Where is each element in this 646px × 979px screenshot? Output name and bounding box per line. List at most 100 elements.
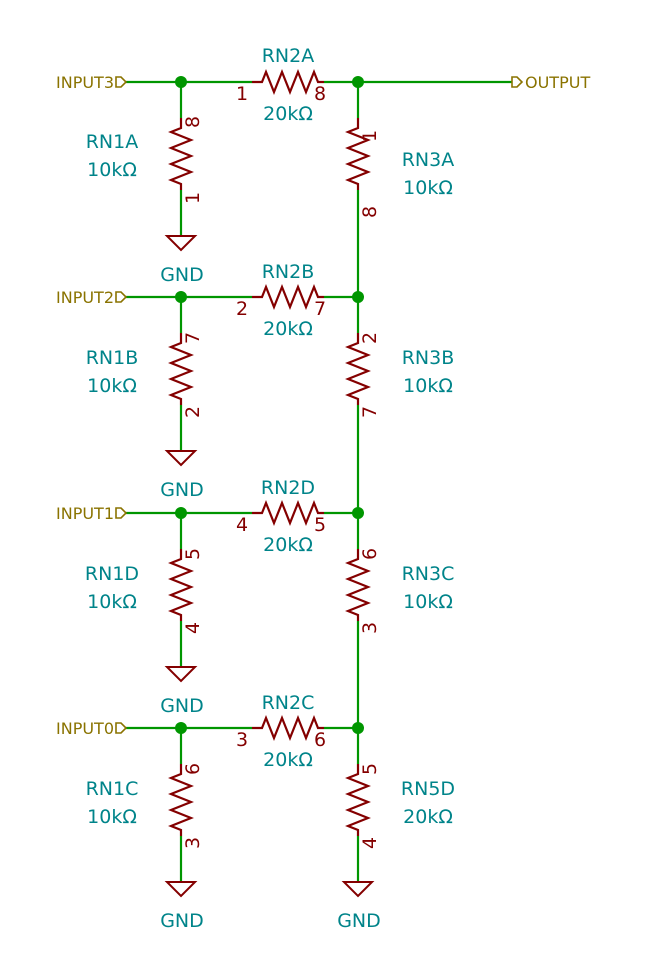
resistor-rn1d[interactable]: RN1D 10kΩ 5 4 (85, 548, 204, 634)
resistor-rn2c[interactable]: RN2C 20kΩ 3 6 (236, 692, 326, 771)
ground-icon (164, 235, 198, 252)
port-input1[interactable]: INPUT1 (56, 504, 128, 523)
pin-number: 1 (182, 192, 204, 204)
pin-number: 8 (314, 83, 326, 105)
pin-number: 6 (182, 763, 204, 775)
resistor-rn5d[interactable]: RN5D 20kΩ 5 4 (345, 763, 455, 849)
pin-number: 3 (236, 729, 248, 751)
resistor-value: 20kΩ (403, 806, 453, 828)
resistor-rn1b[interactable]: RN1B 10kΩ 7 2 (86, 332, 204, 418)
ground-label: GND (337, 910, 381, 932)
resistor-ref: RN1D (85, 563, 139, 585)
pin-number: 1 (236, 83, 248, 105)
pin-number: 5 (182, 548, 204, 560)
ground-label: GND (160, 479, 204, 501)
junctions (175, 76, 364, 734)
resistor-rn1c[interactable]: RN1C 10kΩ 6 3 (86, 763, 204, 849)
resistor-rn3b[interactable]: RN3B 10kΩ 2 7 (345, 332, 455, 418)
pin-number: 6 (359, 548, 381, 560)
resistor-ref: RN2A (262, 45, 315, 67)
ground-symbol: GND (160, 666, 204, 717)
pin-number: 2 (236, 298, 248, 320)
resistor-ref: RN1C (86, 778, 139, 800)
ground-label: GND (160, 264, 204, 286)
junction-dot (175, 507, 187, 519)
pin-number: 8 (359, 206, 381, 218)
resistor-rn2b[interactable]: RN2B 20kΩ 2 7 (236, 261, 326, 340)
pin-number: 1 (359, 130, 381, 142)
ground-symbol: GND (160, 450, 204, 501)
port-input3[interactable]: INPUT3 (56, 73, 128, 92)
ground-icon (164, 450, 198, 467)
pin-number: 4 (182, 622, 204, 634)
resistor-value: 10kΩ (403, 375, 453, 397)
resistor-value: 20kΩ (263, 534, 313, 556)
pin-number: 4 (359, 837, 381, 849)
resistor-ref: RN5D (401, 778, 455, 800)
pin-number: 4 (236, 514, 248, 536)
resistor-ref: RN2C (262, 692, 315, 714)
resistor-rn2a[interactable]: RN2A 20kΩ 1 8 (236, 45, 326, 125)
resistor-ref: RN3C (402, 563, 455, 585)
port-label: INPUT3 (56, 73, 114, 92)
resistor-value: 10kΩ (87, 159, 137, 181)
port-label: INPUT0 (56, 719, 114, 738)
pin-number: 5 (314, 514, 326, 536)
input-port-icon (115, 722, 128, 734)
ground-label: GND (160, 695, 204, 717)
ground-label: GND (160, 910, 204, 932)
pin-number: 6 (314, 729, 326, 751)
pin-number: 7 (314, 298, 326, 320)
pin-number: 3 (359, 622, 381, 634)
pin-number: 3 (182, 837, 204, 849)
resistor-rn1a[interactable]: RN1A 10kΩ 8 1 (86, 116, 204, 204)
resistor-value: 10kΩ (87, 591, 137, 613)
junction-dot (175, 76, 187, 88)
port-input2[interactable]: INPUT2 (56, 288, 128, 307)
ground-icon (164, 881, 198, 898)
resistor-ref: RN2B (262, 261, 315, 283)
ground-symbol: GND (160, 881, 204, 932)
ground-icon (164, 666, 198, 683)
port-label: OUTPUT (525, 73, 590, 92)
pin-number: 8 (182, 116, 204, 128)
pin-number: 5 (359, 763, 381, 775)
port-input0[interactable]: INPUT0 (56, 719, 128, 738)
resistor-value: 20kΩ (263, 103, 313, 125)
resistor-value: 20kΩ (263, 749, 313, 771)
pin-number: 2 (359, 332, 381, 344)
port-label: INPUT2 (56, 288, 114, 307)
resistor-rn2d[interactable]: RN2D 20kΩ 4 5 (236, 477, 326, 556)
ground-icon (341, 881, 375, 898)
input-port-icon (115, 507, 128, 519)
junction-dot (352, 291, 364, 303)
junction-dot (352, 76, 364, 88)
resistor-rn3c[interactable]: RN3C 10kΩ 6 3 (345, 548, 455, 634)
resistor-value: 10kΩ (403, 591, 453, 613)
resistor-ref: RN3B (402, 347, 455, 369)
port-label: INPUT1 (56, 504, 114, 523)
input-port-icon (115, 291, 128, 303)
resistor-value: 20kΩ (263, 318, 313, 340)
resistor-ref: RN3A (402, 149, 455, 171)
input-port-icon (115, 76, 128, 88)
wires (126, 80, 512, 882)
resistor-value: 10kΩ (87, 806, 137, 828)
output-port-icon (511, 76, 524, 88)
pin-number: 7 (359, 406, 381, 418)
port-output[interactable]: OUTPUT (511, 73, 590, 92)
junction-dot (352, 722, 364, 734)
ground-symbol: GND (160, 235, 204, 286)
pin-number: 7 (182, 332, 204, 344)
resistor-ref: RN2D (261, 477, 315, 499)
resistor-ref: RN1B (86, 347, 139, 369)
junction-dot (175, 291, 187, 303)
resistor-value: 10kΩ (403, 177, 453, 199)
resistor-ref: RN1A (86, 131, 139, 153)
ground-symbol: GND (337, 881, 381, 932)
resistor-rn3a[interactable]: RN3A 10kΩ 1 8 (345, 118, 455, 218)
pin-number: 2 (182, 406, 204, 418)
junction-dot (352, 507, 364, 519)
resistor-value: 10kΩ (87, 375, 137, 397)
